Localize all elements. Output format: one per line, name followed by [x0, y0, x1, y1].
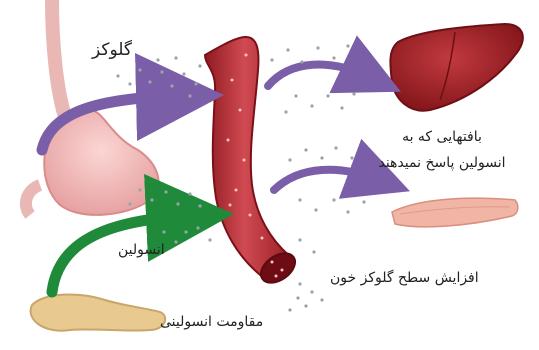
blood-glucose-rise-label: افزایش سطح گلوکز خون: [330, 270, 479, 286]
glucose-to-liver-arrow: [268, 65, 372, 86]
non-responsive-tissues-line1: بافتهایی که به: [362, 124, 522, 150]
insulin-label: انسولین: [118, 242, 165, 258]
non-responsive-tissues-line2: انسولین پاسخ نمیدهند: [362, 150, 522, 176]
liver-illustration: [390, 24, 522, 111]
muscle-tissue-illustration: [392, 198, 518, 227]
esophagus: [52, 0, 66, 120]
glucose-label: گلوکز: [92, 40, 132, 60]
insulin-resistance-label: مقاومت انسولینی: [160, 314, 263, 330]
non-responsive-tissues-label: بافتهایی که به انسولین پاسخ نمیدهند: [362, 124, 522, 176]
stomach-illustration: [26, 109, 159, 215]
pancreas-illustration: [31, 295, 166, 331]
